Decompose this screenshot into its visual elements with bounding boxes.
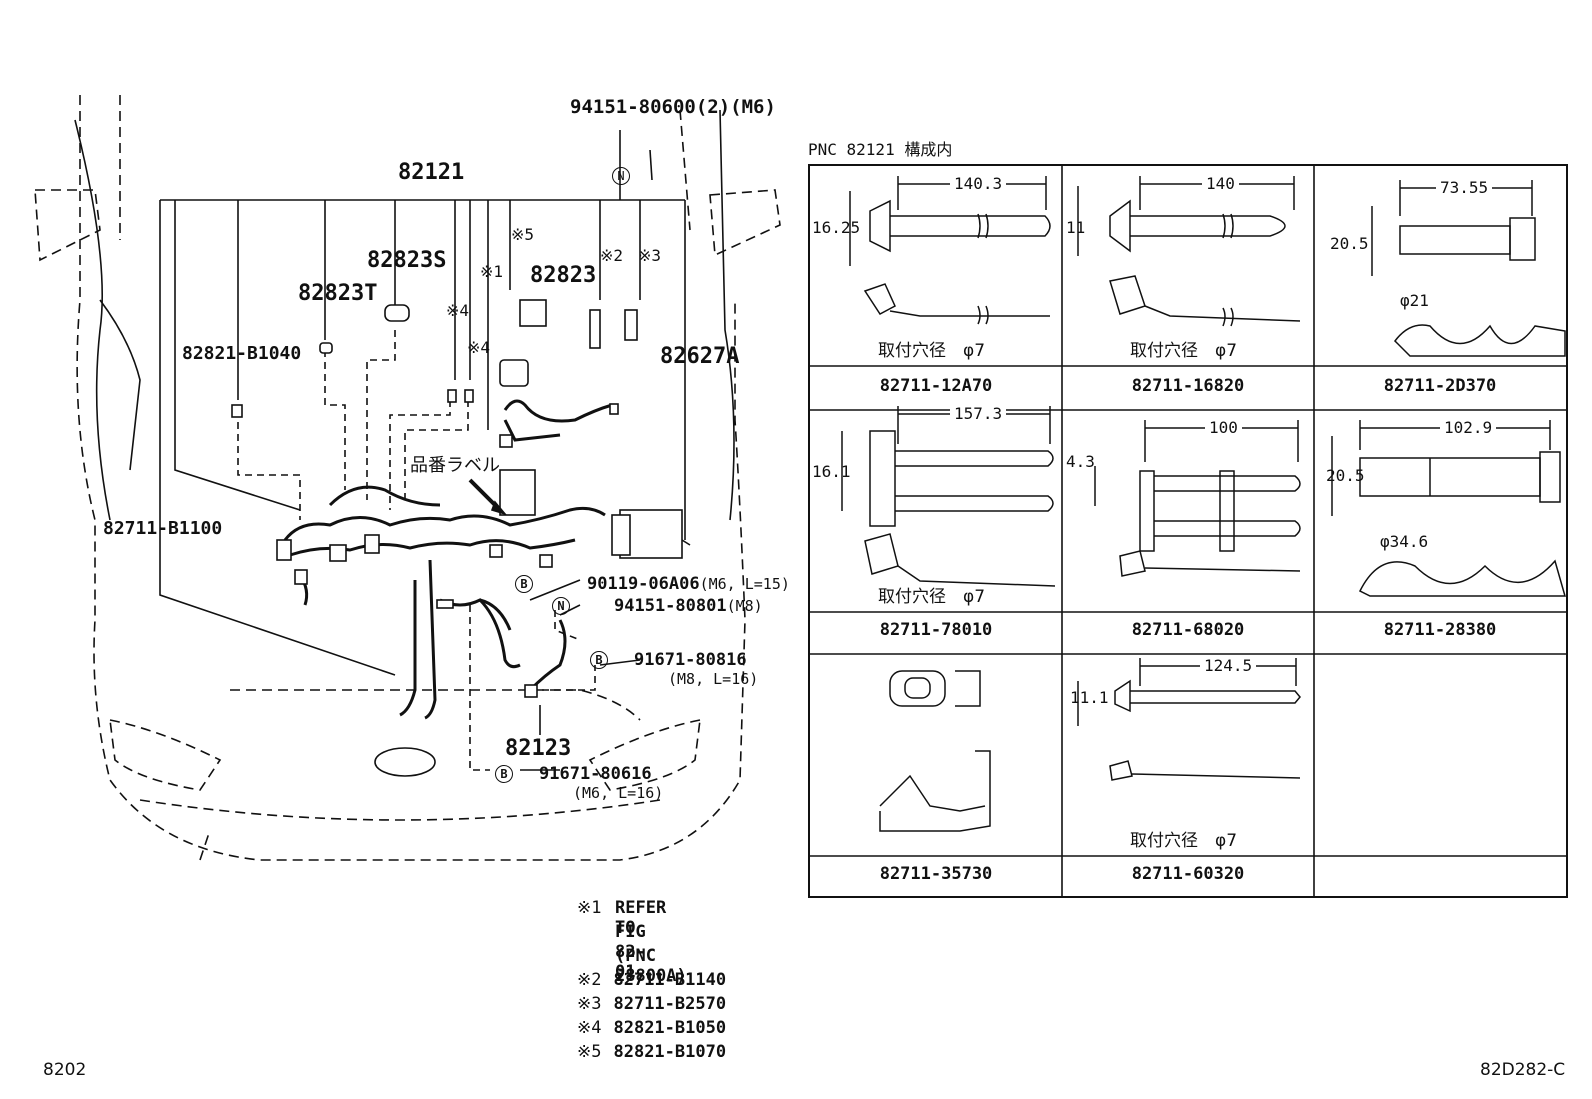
mark-3: ※3 [638, 246, 662, 265]
clip-60320-drawing [1077, 658, 1301, 781]
callout-bolt-80816-spec: (M8, L=16) [668, 670, 759, 688]
dim-3-height: 20.5 [1330, 234, 1369, 253]
engine-bay-diagram [34, 95, 781, 861]
callout-clip-b1040: 82821-B1040 [182, 343, 302, 364]
callout-bracket-627a: 82627A [660, 344, 740, 369]
part-no-6: 82711-28380 [1383, 620, 1497, 640]
part-no-2: 82711-16820 [1131, 376, 1245, 396]
fender-left [74, 119, 111, 521]
clip-78010-drawing [841, 406, 1056, 587]
part-no-1: 82711-12A70 [879, 376, 993, 396]
callout-bolt-80616-spec: (M6, L=16) [573, 784, 664, 802]
holder-35730-drawing [879, 670, 991, 832]
dim-8-height: 11.1 [1070, 688, 1109, 707]
dim-4-height: 16.1 [812, 462, 851, 481]
callout-clamp-823: 82823 [530, 263, 597, 288]
dim-3-dia: φ21 [1400, 291, 1429, 310]
mark-4-b: ※4 [467, 338, 491, 357]
mark-4-a: ※4 [446, 301, 470, 320]
callout-part-label: 品番ラベル [410, 455, 500, 476]
callout-clip-b1100: 82711-B1100 [103, 518, 223, 539]
note-1: ※1 REFER TO FIG 82-01 (PNC 28800A) [577, 898, 687, 986]
part-no-7: 82711-35730 [879, 864, 993, 884]
dim-5-length: 100 [1205, 418, 1242, 437]
dim-1-length: 140.3 [950, 174, 1007, 193]
clip-68020-drawing [1094, 420, 1301, 577]
callout-bolt-top: 94151-80600(2)(M6) [570, 96, 776, 118]
clip-16820-drawing [1077, 176, 1301, 327]
dim-6-height: 20.5 [1326, 466, 1365, 485]
part-no-5: 82711-68020 [1131, 620, 1245, 640]
dim-3-length: 73.55 [1436, 178, 1493, 197]
fender-right [719, 109, 735, 521]
clip-12a70-drawing [849, 176, 1051, 325]
hole-text-1: 取付穴径 φ7 [878, 341, 986, 361]
mark-1: ※1 [480, 262, 504, 281]
hole-text-8: 取付穴径 φ7 [1130, 831, 1238, 851]
mark-5: ※5 [511, 225, 535, 244]
dim-2-height: 11 [1066, 218, 1086, 237]
dim-4-length: 157.3 [950, 404, 1007, 423]
table-grid-lines [810, 166, 1566, 896]
callout-main-harness: 82121 [398, 160, 465, 185]
clamp-2d370-drawing [1371, 180, 1566, 357]
hole-text-4: 取付穴径 φ7 [878, 587, 986, 607]
clamp-28380-drawing [1331, 420, 1566, 597]
dim-8-length: 124.5 [1200, 656, 1257, 675]
footer-right-code: 82D282-C [1480, 1060, 1566, 1080]
dim-2-length: 140 [1202, 174, 1239, 193]
dim-6-length: 102.9 [1440, 418, 1497, 437]
hole-text-2: 取付穴径 φ7 [1130, 341, 1238, 361]
part-no-8: 82711-60320 [1131, 864, 1245, 884]
parts-table: 82711-12A70 82711-16820 82711-2D370 8271… [808, 164, 1568, 898]
dim-1-height: 16.25 [812, 218, 861, 237]
part-no-3: 82711-2D370 [1383, 376, 1497, 396]
callout-harness-123: 82123 [505, 736, 572, 761]
callout-clamp-s: 82823S [367, 248, 447, 273]
table-title: PNC 82121 構成内 [808, 140, 953, 159]
footer-left-code: 8202 [43, 1060, 87, 1080]
callout-clamp-t: 82823T [298, 281, 378, 306]
dim-5-height: 4.3 [1066, 452, 1095, 471]
mark-2: ※2 [600, 246, 624, 265]
part-no-4: 82711-78010 [879, 620, 993, 640]
dim-6-dia: φ34.6 [1380, 532, 1429, 551]
vehicle-body-outline [34, 95, 781, 861]
symbol-n-top: N [612, 167, 634, 185]
